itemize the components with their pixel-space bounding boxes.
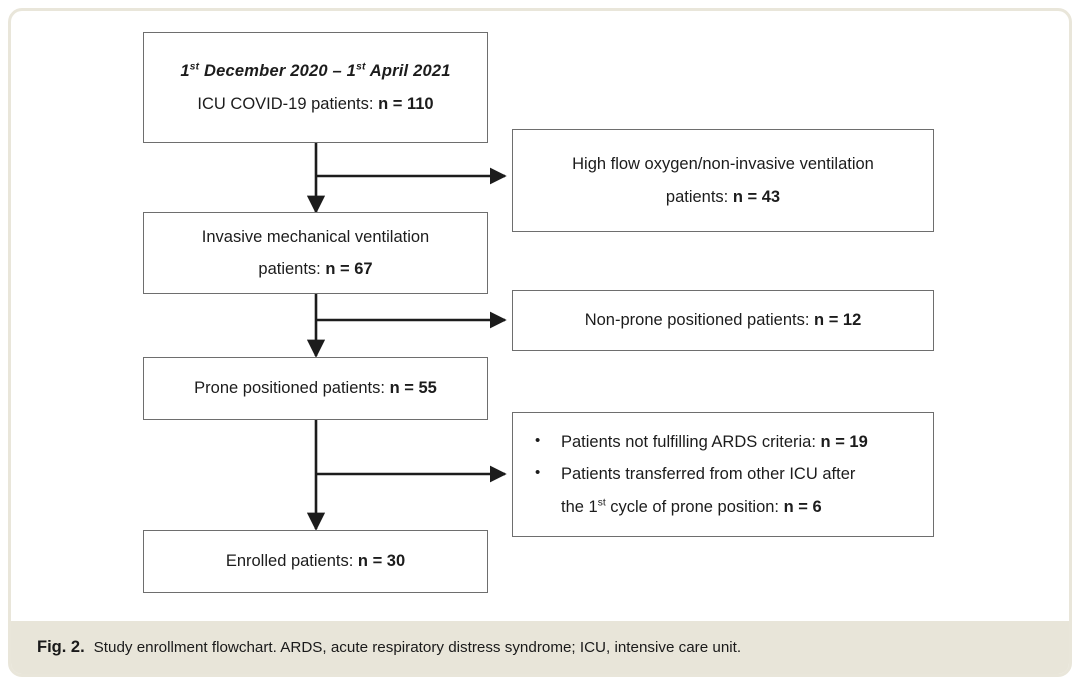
- bullet-icon: •: [535, 464, 541, 482]
- node-screened-n: n = 110: [378, 94, 434, 113]
- exclusion-transferred-text: Patients transferred from other ICU afte…: [561, 465, 856, 516]
- node-screened-count: ICU COVID-19 patients: n = 110: [197, 94, 434, 113]
- node-high-flow-oxygen: High flow oxygen/non-invasive ventilatio…: [512, 129, 934, 232]
- node-enrolled: Enrolled patients: n = 30: [143, 530, 488, 593]
- node-invasive-ventilation-n: n = 67: [325, 260, 373, 278]
- bullet-icon: •: [535, 432, 541, 450]
- node-invasive-ventilation: Invasive mechanical ventilation patients…: [143, 212, 488, 294]
- node-non-prone-text: Non-prone positioned patients: n = 12: [584, 311, 862, 330]
- node-high-flow-oxygen-n: n = 43: [732, 187, 781, 206]
- exclusion-ards-n: n = 19: [820, 433, 868, 452]
- node-invasive-ventilation-count: patients: n = 67: [258, 260, 373, 278]
- exclusion-transferred-n: n = 6: [783, 497, 822, 516]
- node-screened: 1st December 2020 – 1st April 2021 ICU C…: [143, 32, 488, 143]
- node-other-exclusions: • Patients not fulfilling ARDS criteria:…: [512, 412, 934, 537]
- figure-caption-text: Study enrollment flowchart. ARDS, acute …: [93, 639, 742, 656]
- node-non-prone: Non-prone positioned patients: n = 12: [512, 290, 934, 351]
- figure-caption-label: Fig. 2.: [37, 638, 85, 656]
- node-prone-positioned: Prone positioned patients: n = 55: [143, 357, 488, 420]
- exclusion-ards-text: Patients not fulfilling ARDS criteria: n…: [561, 433, 868, 452]
- node-high-flow-oxygen-title: High flow oxygen/non-invasive ventilatio…: [572, 155, 874, 174]
- node-prone-positioned-text: Prone positioned patients: n = 55: [194, 379, 437, 398]
- node-screened-period: 1st December 2020 – 1st April 2021: [180, 61, 451, 81]
- flowchart-area: 1st December 2020 – 1st April 2021 ICU C…: [143, 32, 934, 593]
- node-enrolled-n: n = 30: [357, 552, 406, 571]
- exclusion-bullet-item: • Patients not fulfilling ARDS criteria:…: [535, 426, 919, 458]
- node-enrolled-text: Enrolled patients: n = 30: [225, 552, 406, 571]
- figure-caption: Fig. 2. Study enrollment flowchart. ARDS…: [11, 621, 1069, 674]
- exclusion-bullet-item: • Patients transferred from other ICU af…: [535, 458, 919, 522]
- node-non-prone-n: n = 12: [814, 311, 862, 330]
- node-invasive-ventilation-title: Invasive mechanical ventilation: [201, 227, 430, 246]
- node-prone-positioned-n: n = 55: [389, 379, 437, 398]
- node-high-flow-oxygen-count: patients: n = 43: [665, 187, 781, 206]
